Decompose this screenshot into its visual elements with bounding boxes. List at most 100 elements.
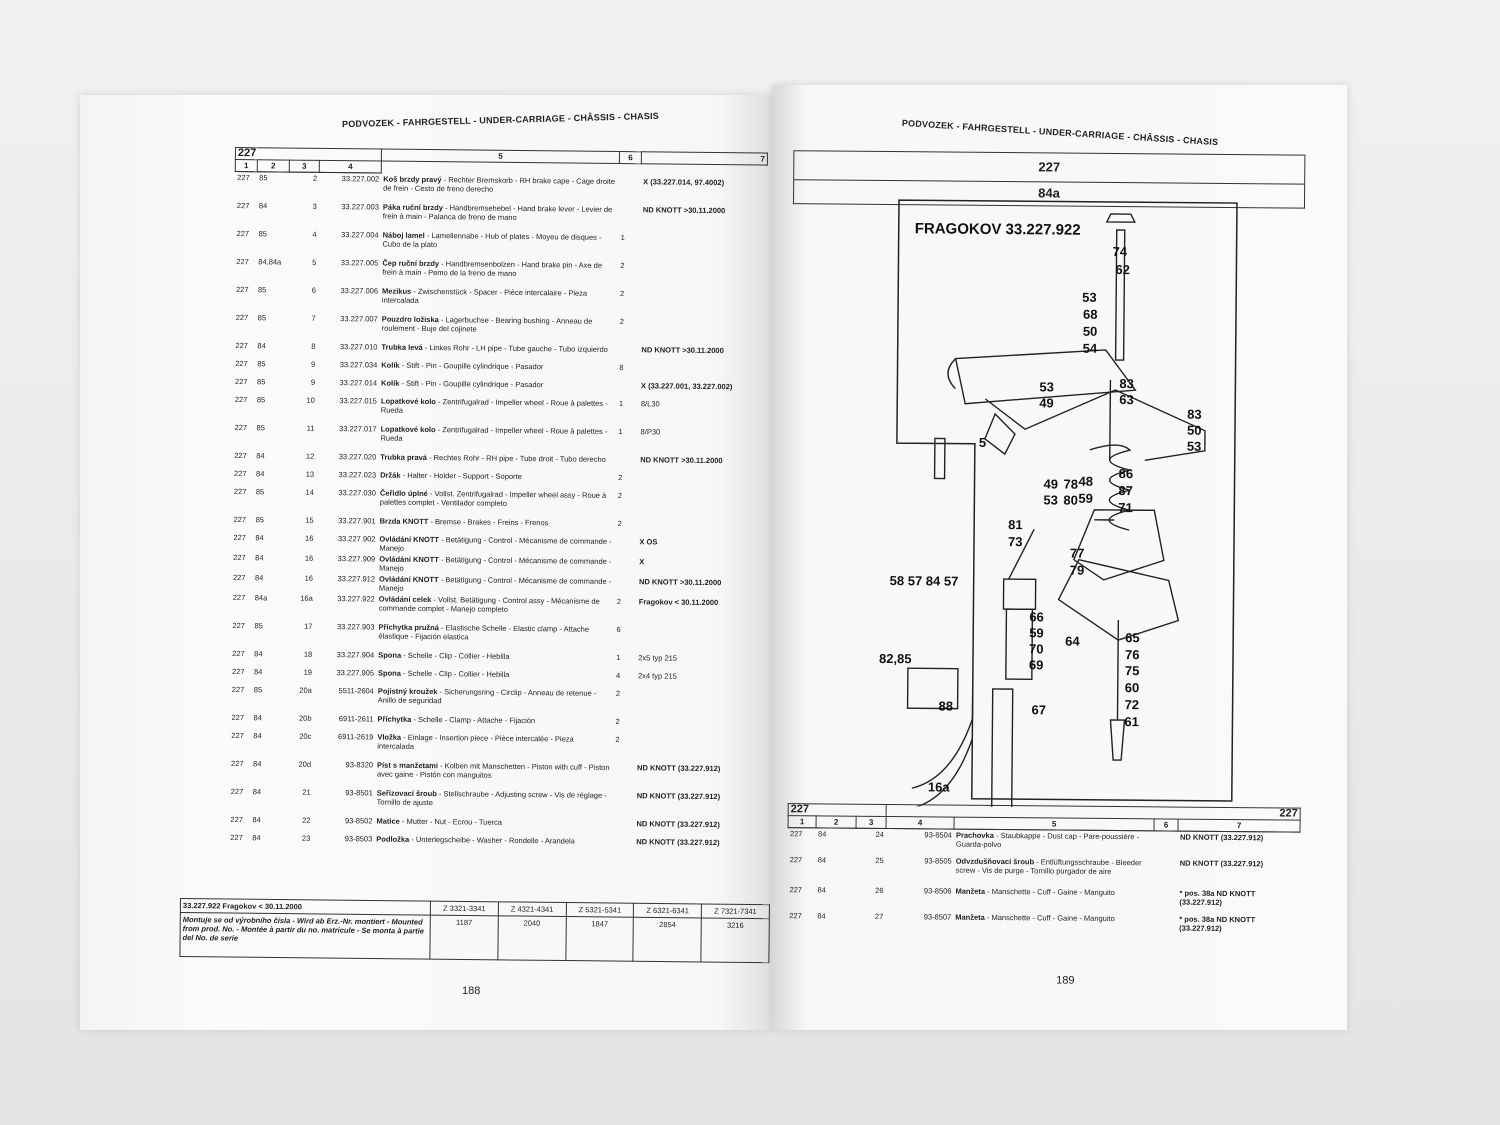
- note-cell: ND KNOTT (33.227.912): [637, 762, 721, 773]
- group-cell: 227: [232, 572, 246, 582]
- part-translations: - Halter - Holder - Support - Soporte: [402, 470, 522, 481]
- position-cell: 20a: [299, 685, 312, 695]
- callout-label: 16a: [927, 779, 950, 795]
- part-name: Prachovka: [955, 830, 997, 840]
- quantity-cell: 1: [620, 232, 625, 242]
- position-cell: 16: [304, 573, 314, 583]
- part-name: Manžeta: [955, 912, 987, 922]
- col-header: 3: [289, 160, 320, 173]
- callout-label: 63: [1119, 392, 1134, 408]
- group-cell: 227: [231, 684, 245, 694]
- group-cell: 227: [234, 422, 248, 432]
- position-cell: 13: [305, 469, 315, 479]
- quantity-cell: 2: [615, 688, 621, 698]
- group-cell: 227: [237, 173, 250, 183]
- quantity-cell: 2: [615, 734, 620, 744]
- note-cell: ND KNOTT (33.227.912): [636, 818, 720, 829]
- position-cell: 6: [311, 285, 317, 295]
- description-cell: Pojistný kroužek - Sicherungsring - Circ…: [376, 685, 614, 715]
- figure-cell: 84: [252, 786, 262, 796]
- part-number-cell: 33.227.002: [341, 174, 380, 184]
- part-number-cell: 93-8505: [924, 855, 952, 866]
- quantity-cell: [615, 576, 637, 596]
- position-cell: 27: [874, 911, 884, 921]
- callout-label: 69: [1028, 657, 1044, 673]
- part-name: Podložka: [376, 834, 412, 844]
- position-cell: 20c: [299, 731, 312, 741]
- callout-label: 73: [1007, 534, 1023, 550]
- left-page: PODVOZEK - FAHRGESTELL - UNDER-CARRIAGE …: [80, 95, 772, 1030]
- description-cell: Koš brzdy pravý - Rechter Bremskorb - RH…: [381, 173, 619, 203]
- description-cell: Manžeta - Manschette - Cuff - Gaine - Ma…: [953, 911, 1153, 939]
- figure-cell: 84: [817, 884, 826, 895]
- note-cell: 8/P30: [640, 426, 661, 436]
- col-header: 6: [619, 151, 642, 164]
- figure-cell: 84: [256, 468, 265, 478]
- description-cell: Náboj lamel - Lamellennabe - Hub of plat…: [380, 229, 618, 259]
- value-cell: 1847: [565, 916, 634, 962]
- part-number-cell: 33.227.909: [337, 553, 376, 563]
- description-cell: Seřizovací šroub - Stellschraube - Adjus…: [375, 787, 613, 817]
- callout-label: 60: [1124, 680, 1140, 696]
- footer-note: Montuje se od výrobního čísla - Wird ab …: [179, 912, 431, 960]
- value-cell: 2040: [497, 915, 566, 961]
- note-cell: [635, 716, 761, 735]
- note-cell: [639, 362, 765, 381]
- part-name: Matice: [376, 816, 402, 826]
- quantity-cell: 4: [615, 670, 621, 680]
- figure-cell: 84: [256, 450, 265, 460]
- position-cell: 12: [305, 451, 315, 461]
- part-number-cell: 33.227.014: [339, 377, 378, 388]
- group-cell: 227: [789, 854, 803, 864]
- callout-label: 74: [1112, 243, 1128, 260]
- description-cell: Čep ruční brzdy - Handbremsenbolzen - Ha…: [380, 257, 618, 287]
- group-cell: 227: [236, 200, 250, 210]
- part-translations: - Rechtes Rohr - RH pipe - Tube droit - …: [429, 452, 606, 464]
- diagram-title: FRAGOKOV 33.227.922: [914, 220, 1081, 239]
- group-cell: 227: [233, 486, 247, 496]
- note-cell: * pos. 38a ND KNOTT (33.227.912): [1179, 888, 1256, 907]
- figure-cell: 84a: [254, 592, 268, 602]
- group-cell: 227: [235, 312, 249, 322]
- callout-label: 53: [1082, 289, 1097, 305]
- part-name: Kolík: [381, 378, 402, 388]
- note-cell: [637, 518, 763, 537]
- callout-label: 86: [1118, 466, 1134, 482]
- description-cell: Vložka - Einlage - Insertion piece - Piè…: [375, 731, 613, 761]
- description-cell: Mezikus - Zwischenstück - Spacer - Pièce…: [380, 285, 618, 315]
- figure-cell: 85: [256, 394, 266, 404]
- range-cell: Z 7321-7341: [701, 903, 770, 919]
- part-number-cell: 6911-2611: [338, 713, 374, 723]
- callout-label: 78: [1063, 476, 1079, 492]
- note-cell: [636, 624, 762, 653]
- part-translations: - Stift - Pin - Goupille cylindrique - P…: [401, 360, 544, 371]
- quantity-cell: [619, 204, 641, 232]
- part-translations: - Schelle - Clip - Collier - Hebilla: [403, 650, 510, 661]
- part-number-cell: 33.227.030: [338, 487, 376, 497]
- callout-label: 68: [1082, 306, 1098, 322]
- part-number-cell: 33.227.902: [337, 533, 376, 543]
- part-number-cell: 33.227.017: [339, 423, 377, 433]
- description-cell: Lopatkové kolo - Zentrifugalrad - Impell…: [379, 395, 617, 425]
- part-translations: - Linkes Rohr - LH pipe - Tube gauche - …: [424, 342, 608, 354]
- part-number-cell: 33.227.004: [341, 229, 379, 240]
- quantity-cell: 1: [618, 426, 623, 436]
- right-page: PODVOZEK - FAHRGESTELL - UNDER-CARRIAGE …: [772, 85, 1347, 1030]
- description-cell: Pouzdro ložiska - Lagerbuchse - Bearing …: [380, 313, 618, 343]
- position-cell: 21: [302, 787, 311, 797]
- col-header: 2: [816, 815, 857, 829]
- figure-cell: 84,84a: [258, 256, 282, 266]
- col-header: 4: [886, 816, 955, 830]
- callout-label: 59: [1029, 625, 1044, 641]
- group-cell: 227: [234, 394, 248, 404]
- part-number-cell: 93-8320: [345, 759, 374, 769]
- part-translations: - Manschette - Cuff - Gaine - Manguito: [986, 912, 1115, 923]
- position-cell: 16: [304, 553, 314, 563]
- quantity-cell: [1154, 857, 1178, 887]
- quantity-cell: 2: [619, 288, 625, 298]
- value-cell: 1187: [429, 915, 499, 960]
- note-cell: [638, 490, 764, 519]
- callout-label: 59: [1078, 490, 1093, 506]
- callout-label: 58 57 84 57: [889, 573, 959, 589]
- group-cell: 227: [231, 712, 245, 722]
